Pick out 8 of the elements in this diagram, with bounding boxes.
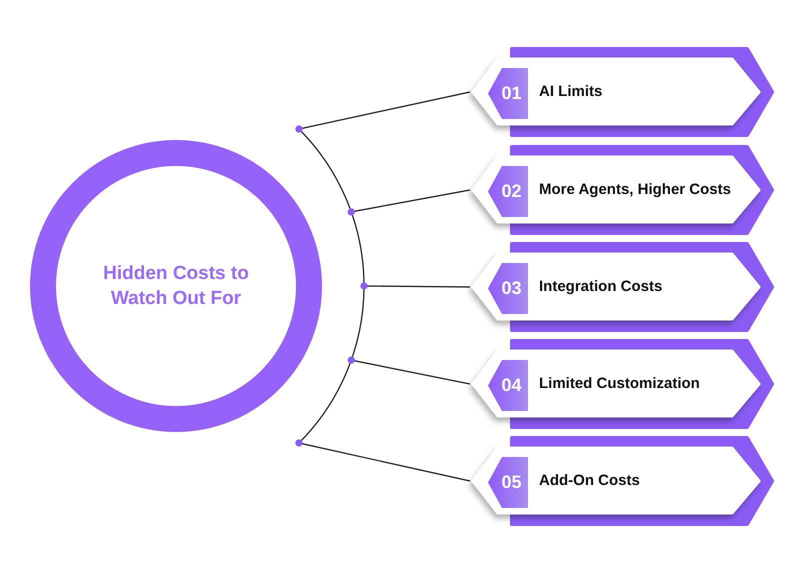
step-label: Limited Customization (539, 375, 700, 393)
step-label: More Agents, Higher Costs (539, 181, 731, 199)
step-label: AI Limits (539, 83, 602, 101)
ring-circle (30, 140, 322, 432)
connector-trunk (298, 128, 364, 444)
step-label: Add-On Costs (539, 472, 640, 490)
step-label: Integration Costs (539, 278, 662, 296)
topic-title: Hidden Costs to Watch Out For (102, 262, 250, 311)
